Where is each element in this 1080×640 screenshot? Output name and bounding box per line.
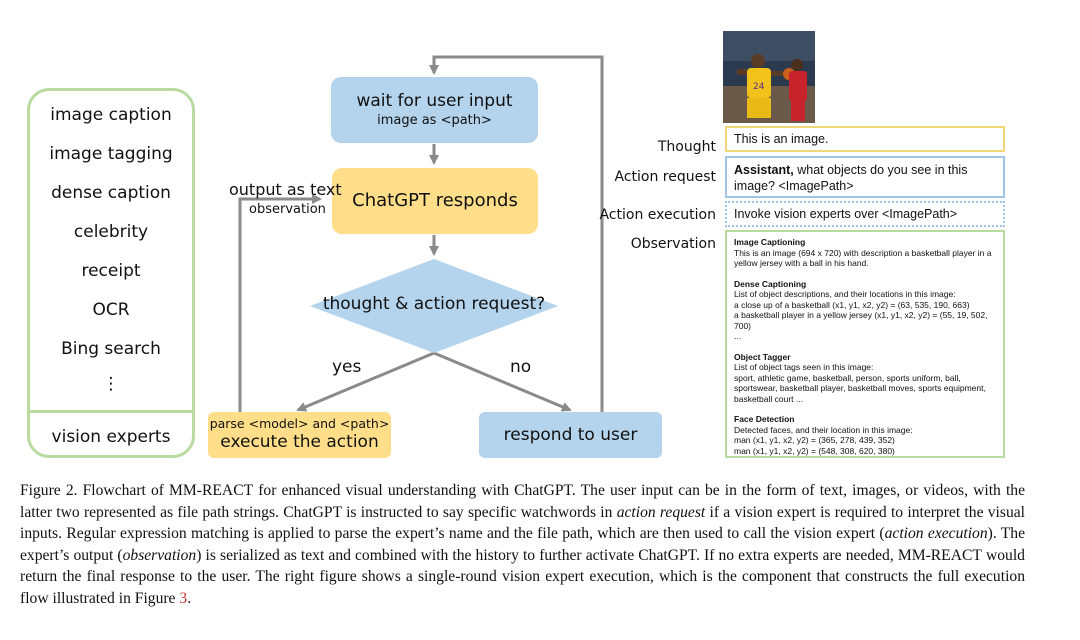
expert-item: dense caption xyxy=(51,183,171,203)
obs-line: Detected faces, and their location in th… xyxy=(734,424,913,435)
obs-line: This is an image (694 x 720) with descri… xyxy=(734,247,992,269)
arrow-execute-to-responds xyxy=(238,194,322,412)
execute-title: execute the action xyxy=(220,432,379,452)
obs-section-title: Image Captioning xyxy=(734,237,806,247)
caption-text: if a vision expert is required to interp… xyxy=(20,503,1025,543)
caption-smallcaps: E xyxy=(212,482,222,499)
obs-line: man (x1, y1, x2, y2) = (548, 308, 620, 3… xyxy=(734,445,895,456)
caption-text: Figure 2. Flowchart of MM-R xyxy=(20,482,213,499)
caption-text: ). The expert’s output ( xyxy=(20,525,1026,564)
expert-item: receipt xyxy=(81,261,141,281)
arrow-yes xyxy=(296,351,435,412)
caption-smallcaps: CT xyxy=(233,482,254,499)
thought-label: Thought xyxy=(657,139,716,155)
action-request-box: Assistant, what objects do you see in th… xyxy=(725,156,1005,198)
expert-item: OCR xyxy=(92,300,130,320)
caption-text: . xyxy=(187,589,192,607)
obs-line: man (x1, y1, x2, y2) = (365, 278, 439, 3… xyxy=(734,435,895,445)
chatgpt-responds-label: ChatGPT responds xyxy=(352,190,518,211)
obs-section-face: Face Detection Detected faces, and their… xyxy=(734,414,996,456)
obs-section-dense: Dense Captioning List of object descript… xyxy=(734,279,996,342)
obs-line: a basketball player in a yellow jersey (… xyxy=(734,310,988,331)
decision-label: thought & action request? xyxy=(322,294,546,314)
action-request-text: what objects do you see in this image? <… xyxy=(734,163,968,193)
obs-section-captioning: Image Captioning This is an image (694 x… xyxy=(734,237,996,269)
caption-italic: observation xyxy=(122,546,197,564)
caption-smallcaps: CT xyxy=(961,546,982,564)
output-as-text-label: output as text xyxy=(229,180,342,199)
loop-arrow xyxy=(429,55,604,412)
obs-line: ... xyxy=(734,331,742,341)
observation-edge-label: observation xyxy=(249,202,326,217)
thought-box: This is an image. xyxy=(725,126,1005,152)
obs-section-title: Dense Captioning xyxy=(734,278,807,289)
caption-text: ) is serialized as text and combined wit… xyxy=(196,546,942,564)
caption-text: A xyxy=(950,546,962,564)
obs-line: List of object descriptions, and their l… xyxy=(734,289,956,299)
flowchart-connectors xyxy=(238,55,604,412)
expert-item: image caption xyxy=(50,105,172,125)
figure-caption: Figure 2. Flowchart of MM-REACT for enha… xyxy=(20,480,1025,609)
respond-to-user-box: respond to user xyxy=(479,412,662,458)
wait-title: wait for user input xyxy=(356,91,513,111)
caption-smallcaps: E xyxy=(941,546,951,564)
yes-label: yes xyxy=(332,357,362,377)
obs-section-title: Object Tagger xyxy=(734,351,791,362)
action-request-speaker: Assistant, xyxy=(734,163,794,177)
caption-italic: action execution xyxy=(884,525,988,542)
photo-illustration: 24 xyxy=(723,31,815,123)
obs-section-tagger: Object Tagger List of object tags seen i… xyxy=(734,352,996,405)
respond-to-user-label: respond to user xyxy=(503,425,638,445)
action-execution-label: Action execution xyxy=(599,207,716,223)
execute-action-box: parse <model> and <path> execute the act… xyxy=(208,412,391,458)
caption-text: A xyxy=(221,482,234,499)
action-execution-box: Invoke vision experts over <ImagePath> xyxy=(725,201,1005,227)
arrow-no xyxy=(433,351,572,412)
thought-text: This is an image. xyxy=(734,132,829,146)
no-label: no xyxy=(510,357,532,377)
observation-label: Observation xyxy=(630,236,716,252)
action-execution-text: Invoke vision experts over <ImagePath> xyxy=(734,207,958,221)
wait-subtitle: image as <path> xyxy=(377,113,492,128)
chatgpt-responds-box: ChatGPT responds xyxy=(332,168,538,234)
decision-diamond xyxy=(310,259,558,353)
jersey-number: 24 xyxy=(753,82,765,92)
vision-experts-box xyxy=(27,88,195,458)
figure-reference-link[interactable]: 3 xyxy=(179,589,188,607)
basketball-photo: 24 xyxy=(723,31,815,123)
caption-italic: action request xyxy=(616,503,706,521)
obs-section-title: Face Detection xyxy=(734,414,795,424)
obs-line: sport, athletic game, basketball, person… xyxy=(734,372,986,404)
wait-for-input-box: wait for user input image as <path> xyxy=(331,77,538,143)
experts-footer-label: vision experts xyxy=(51,427,171,447)
expert-item: celebrity xyxy=(73,222,149,242)
caption-text: would return the final response to the u… xyxy=(20,546,1025,607)
caption-text: for enhanced visual understanding with C… xyxy=(20,482,1025,521)
execute-subtitle: parse <model> and <path> xyxy=(209,416,390,431)
experts-divider xyxy=(27,410,195,413)
observation-box: Image Captioning This is an image (694 x… xyxy=(725,230,1005,458)
action-request-label: Action request xyxy=(614,169,716,185)
obs-line: a close up of a basketball (x1, y1, x2, … xyxy=(734,299,970,310)
expert-item-ellipsis: ⋮ xyxy=(102,374,120,394)
obs-line: List of object tags seen in this image: xyxy=(734,362,874,372)
expert-item: Bing search xyxy=(61,339,161,359)
expert-item: image tagging xyxy=(49,144,173,164)
